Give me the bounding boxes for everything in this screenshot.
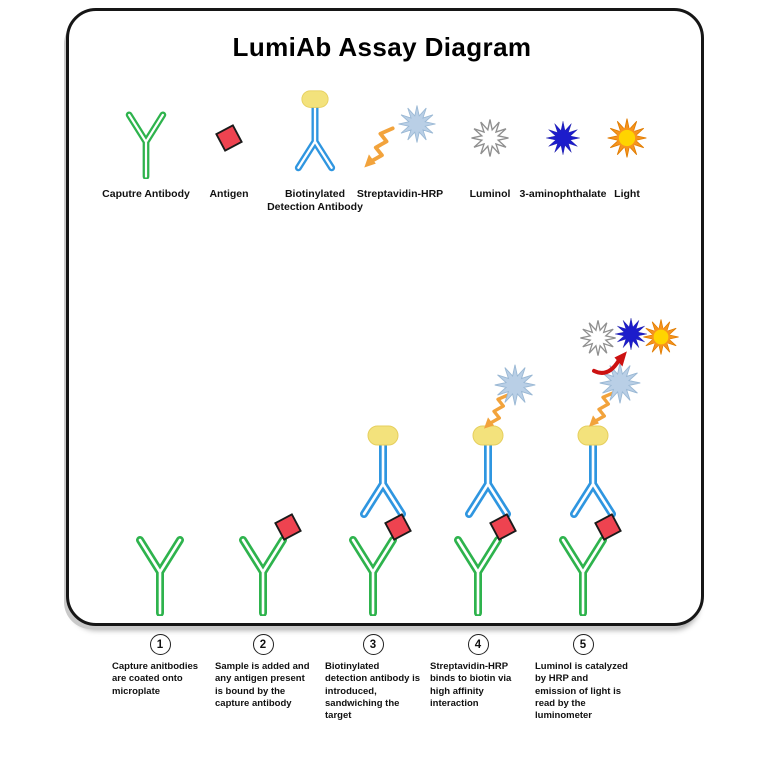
step-caption-text: Capture anitbodies are coated onto micro… [112, 661, 199, 697]
capture-antibody-icon [128, 520, 192, 616]
legend-item-light: Light [581, 92, 673, 216]
legend-item-antigen: Antigen [183, 92, 275, 216]
step-caption-text: Streptavidin-HRP binds to biotin via hig… [430, 661, 512, 710]
step-caption-text: Luminol is catalyzed by HRP and emission… [535, 661, 628, 722]
step-number-badge: 4 [467, 634, 489, 655]
step-caption-text: Biotinylated detection antibody is intro… [325, 661, 421, 722]
legend-label-light: Light [614, 188, 640, 200]
step-number-badge: 2 [252, 634, 274, 655]
step-number: 2 [259, 638, 267, 651]
legend-item-capture-antibody: Caputre Antibody [100, 92, 192, 216]
antigen-icon [212, 121, 246, 155]
antigen-icon [271, 510, 305, 544]
page-title: LumiAb Assay Diagram [232, 32, 532, 62]
legend-label-streptavidin-hrp: Streptavidin-HRP [356, 188, 444, 200]
step-number: 3 [369, 638, 377, 651]
legend-item-detection-antibody: Biotinylated Detection Antibody [267, 89, 363, 216]
zigzag-arrow-icon [362, 123, 408, 169]
antigen-icon [486, 510, 520, 544]
step-caption-1: 1 Capture anitbodies are coated onto mic… [112, 634, 208, 698]
step-caption-5: 5 Luminol is catalyzed by HRP and emissi… [535, 634, 631, 723]
legend-label-capture-antibody: Caputre Antibody [102, 188, 190, 200]
legend-label-antigen: Antigen [209, 188, 249, 200]
hrp-starburst-icon [492, 362, 538, 408]
legend-label-aminophthalate: 3-aminophthalate [519, 188, 607, 200]
antigen-icon [381, 510, 415, 544]
step-caption-text: Sample is added and any antigen present … [215, 661, 310, 710]
step-number-badge: 5 [572, 634, 594, 655]
aminophthalate-icon [544, 119, 582, 157]
step-number: 1 [156, 638, 164, 651]
step-caption-2: 2 Sample is added and any antigen presen… [215, 634, 311, 710]
step-caption-3: 3 Biotinylated detection antibody is int… [325, 634, 421, 723]
legend-item-streptavidin-hrp: Streptavidin-HRP [354, 92, 446, 216]
detection-antibody-icon [287, 89, 343, 187]
legend-label-detection-antibody: Biotinylated Detection Antibody [267, 188, 363, 213]
step-number: 5 [579, 638, 587, 651]
legend-label-luminol: Luminol [469, 188, 511, 200]
luminol-icon [469, 117, 511, 159]
step-number-badge: 3 [362, 634, 384, 655]
legend-item-aminophthalate: 3-aminophthalate [517, 92, 609, 216]
luminol-icon [578, 318, 618, 358]
light-icon [605, 116, 649, 160]
capture-antibody-icon [119, 98, 173, 179]
streptavidin-hrp-icon [362, 107, 438, 169]
antigen-icon [591, 510, 625, 544]
step-caption-4: 4 Streptavidin-HRP binds to biotin via h… [430, 634, 526, 710]
step-number-badge: 1 [149, 634, 171, 655]
legend-item-luminol: Luminol [444, 92, 536, 216]
light-icon [641, 317, 681, 357]
step-number: 4 [474, 638, 482, 651]
